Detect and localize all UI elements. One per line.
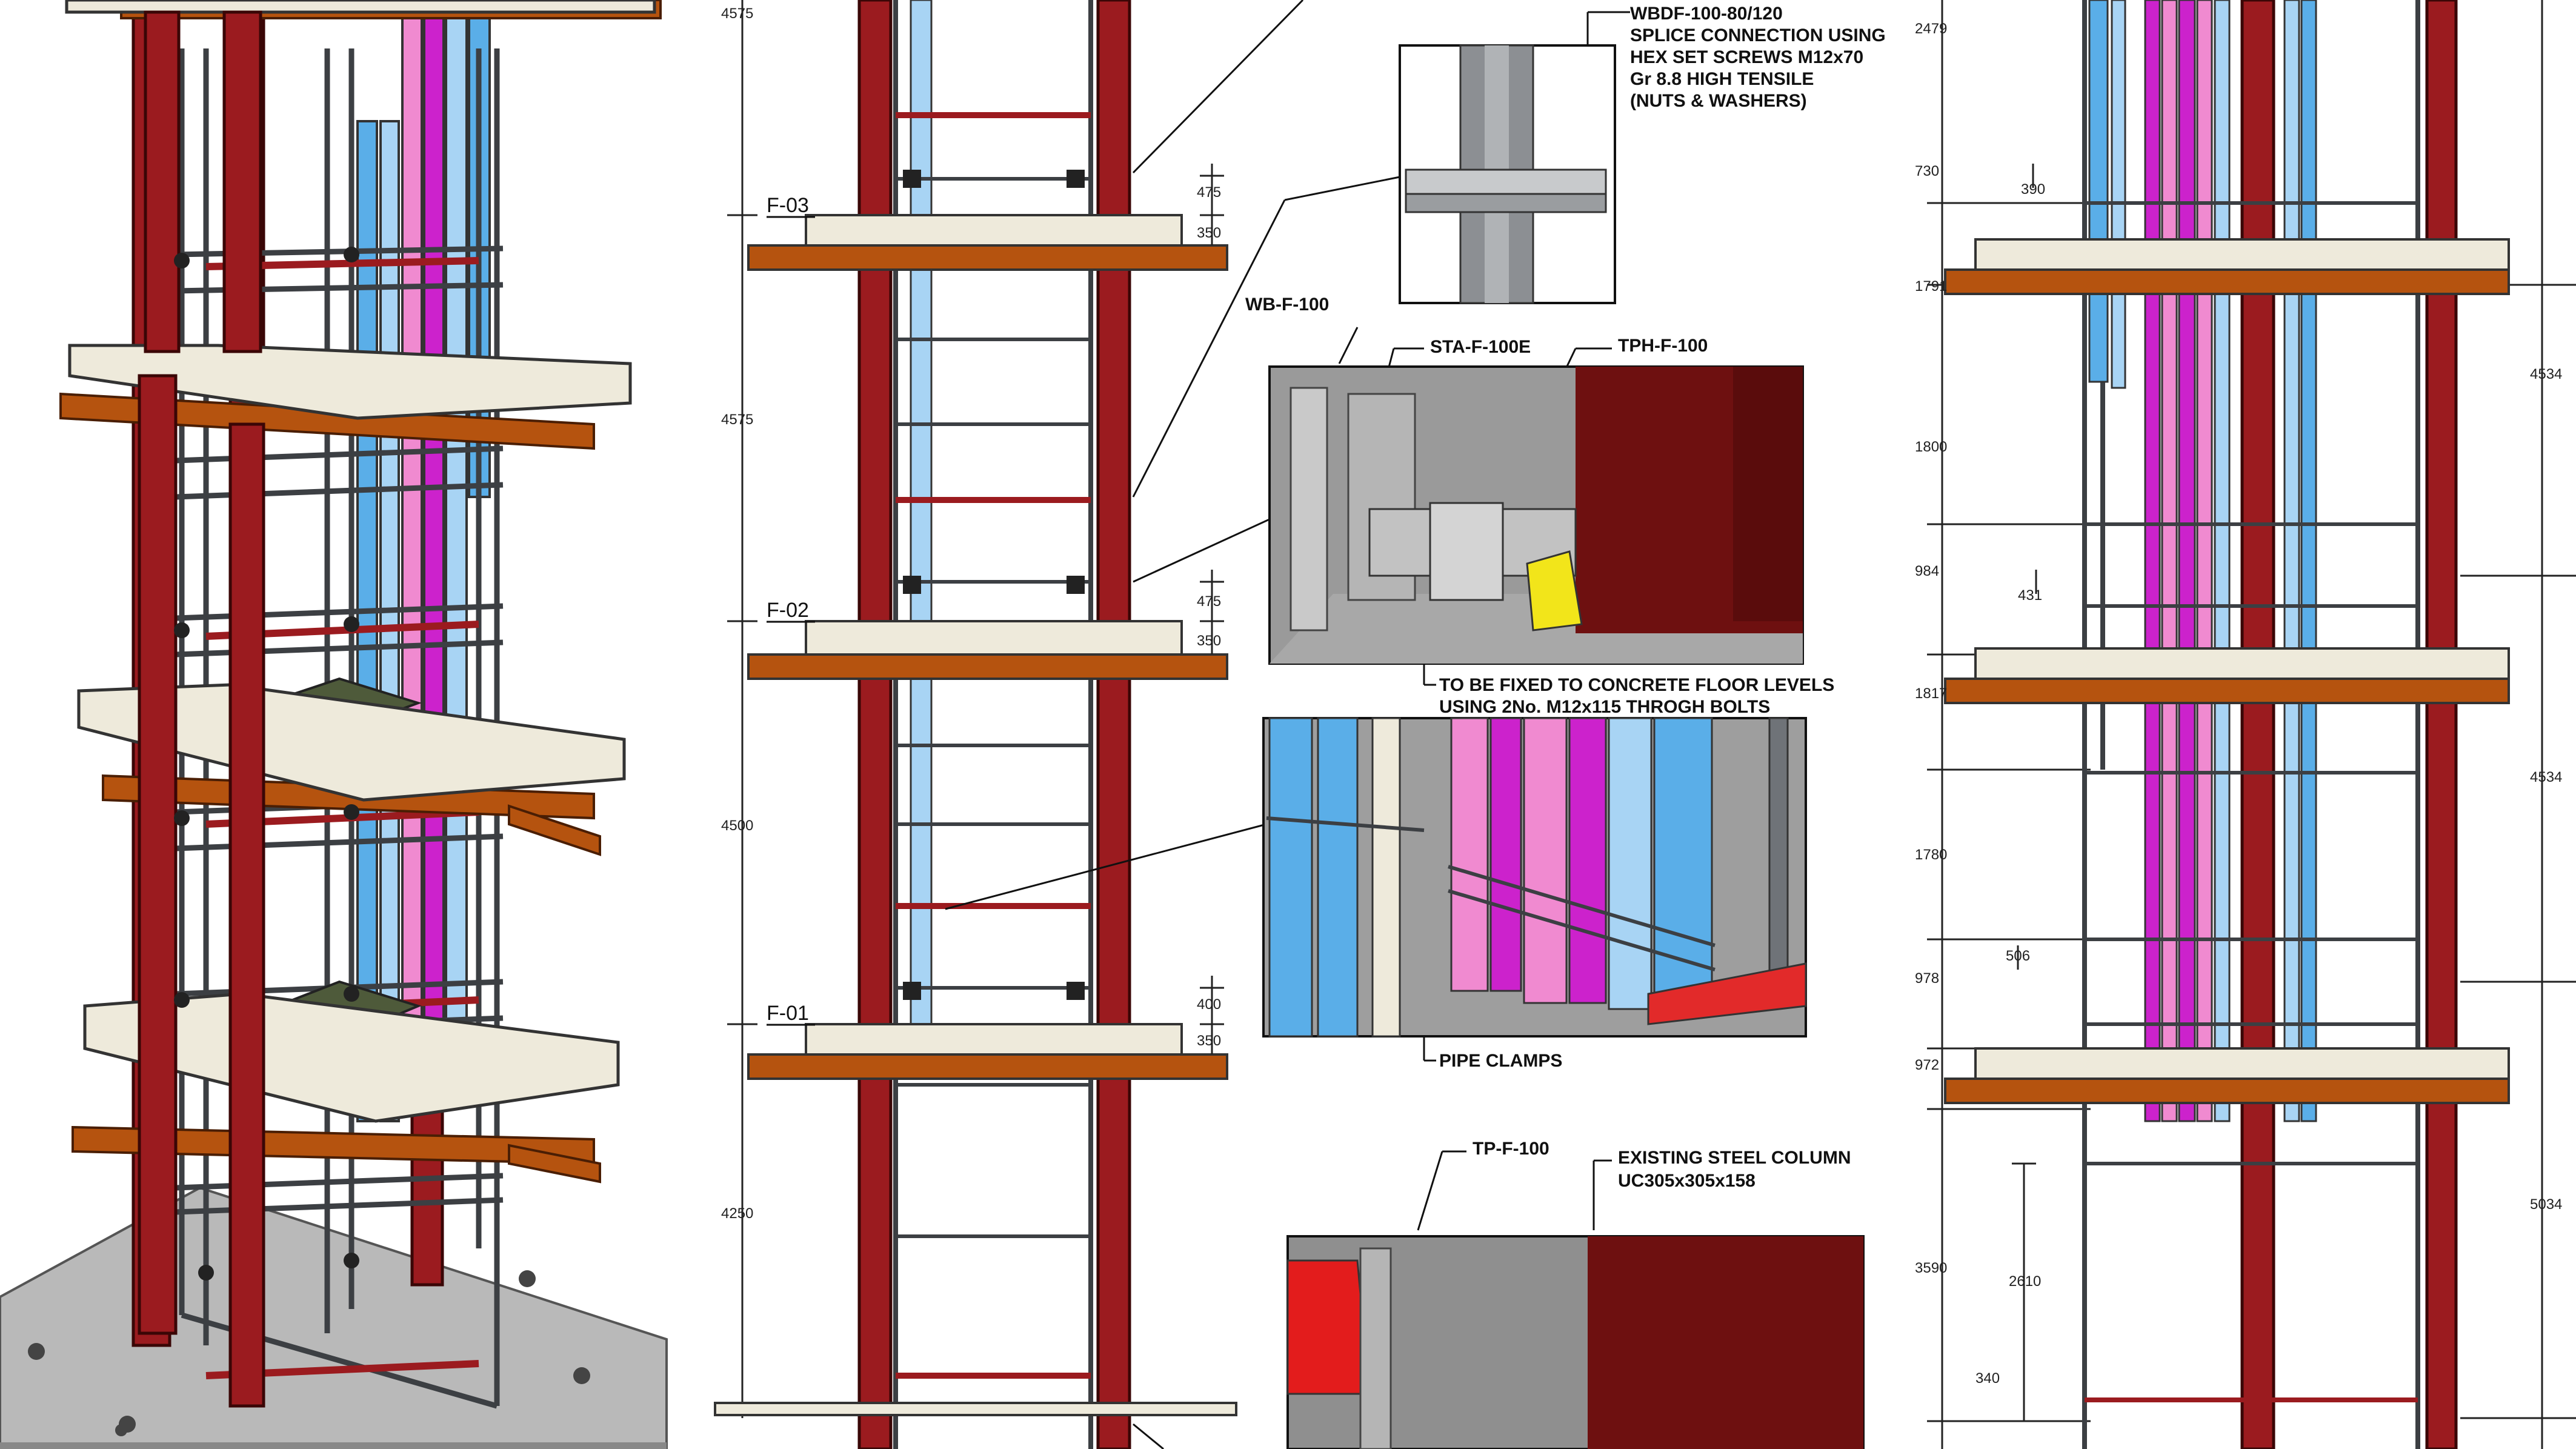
dim-340: 340 xyxy=(1975,1370,2000,1387)
dim-3590: 3590 xyxy=(1915,1260,1947,1276)
dim-350-b: 350 xyxy=(1197,633,1221,649)
dim-431: 431 xyxy=(2018,587,2042,604)
splice-line4: (NUTS & WASHERS) xyxy=(1630,91,1807,111)
wb-label: WB-F-100 xyxy=(1245,295,1329,315)
dim-730: 730 xyxy=(1915,163,1939,179)
dim-475-a: 475 xyxy=(1197,184,1221,201)
splice-line2: HEX SET SCREWS M12x70 xyxy=(1630,47,1863,67)
base-detail xyxy=(1268,365,1804,665)
splice-code-label: WBDF-100-80/120 xyxy=(1630,4,1783,24)
pipe-clamps-detail xyxy=(1262,717,1807,1038)
dim-400: 400 xyxy=(1197,996,1221,1013)
detail-callouts: WBDF-100-80/120 SPLICE CONNECTION USING … xyxy=(945,0,1886,1449)
dim-1800: 1800 xyxy=(1915,439,1947,455)
dim-4534-b: 4534 xyxy=(2530,769,2562,785)
dim-2610: 2610 xyxy=(2009,1273,2041,1290)
dim-4250: 4250 xyxy=(721,1205,753,1222)
dim-4500: 4500 xyxy=(721,818,753,834)
dim-2479: 2479 xyxy=(1915,21,1947,37)
level-f02-label: F-02 xyxy=(767,599,809,622)
dim-350-a: 350 xyxy=(1197,225,1221,241)
dim-5034: 5034 xyxy=(2530,1196,2562,1213)
dim-350-c: 350 xyxy=(1197,1033,1221,1049)
column-line2: UC305x305x158 xyxy=(1618,1171,1756,1191)
dim-4534-a: 4534 xyxy=(2530,366,2562,382)
dim-978: 978 xyxy=(1915,970,1939,987)
fix-line1: TO BE FIXED TO CONCRETE FLOOR LEVELS xyxy=(1439,675,1834,695)
pipe-clamps-label: PIPE CLAMPS xyxy=(1439,1051,1562,1071)
sta-label: STA-F-100E xyxy=(1430,337,1531,357)
dim-475-b: 475 xyxy=(1197,593,1221,610)
splice-line3: Gr 8.8 HIGH TENSILE xyxy=(1630,69,1814,89)
dim-1817: 1817 xyxy=(1915,685,1947,702)
tph-label: TPH-F-100 xyxy=(1618,336,1708,356)
column-detail xyxy=(1286,1235,1865,1449)
dim-390: 390 xyxy=(2021,181,2045,198)
fix-line2: USING 2No. M12x115 THROGH BOLTS xyxy=(1439,697,1770,717)
dim-972: 972 xyxy=(1915,1057,1939,1073)
level-f03-label: F-03 xyxy=(767,194,809,217)
dim-1780: 1780 xyxy=(1915,847,1947,863)
column-line1: EXISTING STEEL COLUMN xyxy=(1618,1148,1851,1168)
side-elevation: 2479 730 390 1791 1800 984 431 1817 1780… xyxy=(1915,0,2576,1449)
splice-line1: SPLICE CONNECTION USING xyxy=(1630,25,1886,45)
isometric-3d-view xyxy=(0,0,668,1449)
level-f01-label: F-01 xyxy=(767,1002,809,1025)
dim-4575-mid: 4575 xyxy=(721,411,753,428)
tp-label: TP-F-100 xyxy=(1473,1139,1549,1159)
dim-4575-top: 4575 xyxy=(721,5,753,22)
splice-detail xyxy=(1399,44,1616,304)
front-elevation: F-03 F-02 F-01 4575 4575 4500 4250 475 3… xyxy=(714,0,1237,1449)
dim-1791: 1791 xyxy=(1915,278,1947,295)
dim-506: 506 xyxy=(2006,948,2030,964)
dim-984: 984 xyxy=(1915,563,1939,579)
